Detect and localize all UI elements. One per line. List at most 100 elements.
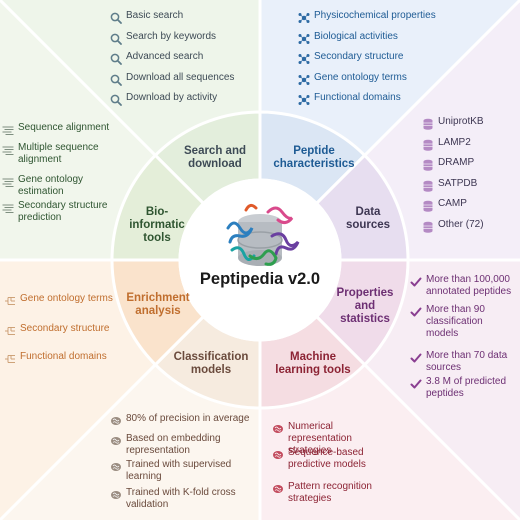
enrichment-list-item: Functional domains [4, 351, 114, 370]
segment-label-peptide: Peptide characteristics [273, 145, 355, 170]
segment-label-classification: Classification models [173, 351, 249, 376]
properties-list-item-label: More than 90 classification models [426, 304, 485, 339]
data-list-item: UniprotKB [422, 116, 512, 135]
enrichment-list-item-label: Secondary structure [20, 323, 110, 334]
tree-icon [4, 294, 16, 312]
peptide-list-item: Secondary structure [298, 51, 458, 70]
brain-icon [272, 482, 284, 500]
properties-list-item-label: 3.8 M of predicted peptides [426, 376, 507, 399]
enrichment-list-item: Gene ontology terms [4, 293, 114, 312]
peptide-list-item: Gene ontology terms [298, 72, 458, 91]
peptide-database-icon [226, 203, 300, 266]
data-list-item-label: Other (72) [438, 218, 484, 230]
tree-icon [4, 352, 16, 370]
category-ring [110, 110, 410, 410]
segment-label-search: Search and download [184, 145, 246, 170]
segment-label-data: Data sources [345, 206, 391, 231]
molecule-icon [298, 32, 310, 50]
data-list-item-label: UniprotKB [438, 116, 484, 127]
properties-list-item: More than 90 classification models [410, 304, 515, 340]
ml-list-item-label: Numerical representation strategies [288, 421, 352, 456]
data-list-item-label: SATPDB [438, 177, 478, 189]
peptide-list-item-label: Gene ontology terms [314, 71, 407, 83]
classification-list-item: Trained with K-fold cross validation [110, 487, 260, 511]
data-list-item: CAMP [422, 198, 512, 217]
properties-list-item: More than 70 data sources [410, 350, 515, 374]
ml-list-item: Sequence-based predictive models [272, 447, 392, 471]
search-list-item: Advanced search [110, 51, 260, 70]
magnifier-icon [110, 32, 122, 50]
checkmark-icon [410, 275, 422, 293]
magnifier-icon [110, 11, 122, 29]
search-list-item-label: Download by activity [126, 92, 218, 103]
molecule-icon [298, 11, 310, 29]
classification-list-item-label: 80% of precision in average [126, 413, 250, 424]
data-list-item: DRAMP [422, 157, 512, 176]
segment-label-ml: Machine learning tools [275, 351, 351, 376]
peptide-list-item-label: Biological activities [314, 30, 398, 42]
search-list-item-label: Download all sequences [126, 71, 235, 83]
bioinformatic-list-item-label: Sequence alignment [18, 122, 110, 133]
search-list-item: Search by keywords [110, 31, 260, 50]
magnifier-icon [110, 93, 122, 111]
database-icon [422, 199, 434, 217]
search-list-item: Basic search [110, 10, 260, 29]
brain-icon [272, 448, 284, 466]
data-list-item: SATPDB [422, 178, 512, 197]
search-list-item-label: Search by keywords [126, 30, 217, 42]
enrichment-list-item: Secondary structure [4, 323, 114, 342]
brain-icon [110, 460, 122, 478]
properties-list-item: More than 100,000 annotated peptides [410, 274, 515, 298]
brain-icon [272, 422, 284, 440]
ml-list-item: Pattern recognition strategies [272, 481, 392, 505]
data-list-item-label: CAMP [438, 198, 467, 209]
properties-list-item-label: More than 100,000 annotated peptides [426, 274, 512, 297]
database-icon [422, 179, 434, 197]
data-list-item: LAMP2 [422, 137, 512, 156]
segment-label-properties: Properties and statistics [336, 287, 394, 325]
bioinformatic-list-item-label: Multiple sequence alignment [18, 142, 99, 165]
magnifier-icon [110, 73, 122, 91]
peptide-list-item: Functional domains [298, 92, 458, 111]
properties-list-item-label: More than 70 data sources [426, 350, 508, 373]
search-list-item: Download by activity [110, 92, 260, 111]
database-icon [422, 158, 434, 176]
peptide-list-item-label: Secondary structure [314, 51, 404, 62]
enrichment-list-item-label: Gene ontology terms [20, 293, 113, 304]
search-list-item: Download all sequences [110, 72, 260, 91]
peptide-list-item-label: Physicochemical properties [314, 10, 436, 21]
molecule-icon [298, 52, 310, 70]
classification-list-item-label: Trained with K-fold cross validation [126, 487, 236, 510]
classification-list-item: Trained with supervised learning [110, 459, 260, 483]
classification-list-item: Based on embedding representation [110, 433, 260, 457]
brain-icon [110, 488, 122, 506]
database-icon [422, 138, 434, 156]
brain-icon [110, 414, 122, 432]
peptide-list-item-label: Functional domains [314, 92, 401, 103]
alignment-icon [2, 201, 14, 219]
peptide-list-item: Physicochemical properties [298, 10, 458, 29]
ml-list-item: Numerical representation strategies [272, 421, 392, 457]
molecule-icon [298, 73, 310, 91]
search-list-item-label: Basic search [126, 10, 184, 21]
classification-list-item-label: Trained with supervised learning [126, 459, 232, 482]
alignment-icon [2, 123, 14, 141]
bioinformatic-list-item: Gene ontology estimation [2, 174, 117, 198]
peptide-list-item: Biological activities [298, 31, 458, 50]
data-list-item-label: LAMP2 [438, 136, 471, 148]
database-icon [422, 220, 434, 238]
data-list-item: Other (72) [422, 219, 512, 238]
alignment-icon [2, 143, 14, 161]
classification-list-item-label: Based on embedding representation [126, 433, 221, 456]
center-title: Peptipedia v2.0 [199, 270, 321, 288]
bioinformatic-list-item: Multiple sequence alignment [2, 142, 117, 166]
bioinformatic-list-item: Secondary structure prediction [2, 200, 117, 224]
segment-label-bioinformatic: Bio- informatic tools [129, 206, 185, 244]
checkmark-icon [410, 351, 422, 369]
classification-list-item: 80% of precision in average [110, 413, 260, 432]
molecule-icon [298, 93, 310, 111]
magnifier-icon [110, 52, 122, 70]
bioinformatic-list-item: Sequence alignment [2, 122, 117, 141]
